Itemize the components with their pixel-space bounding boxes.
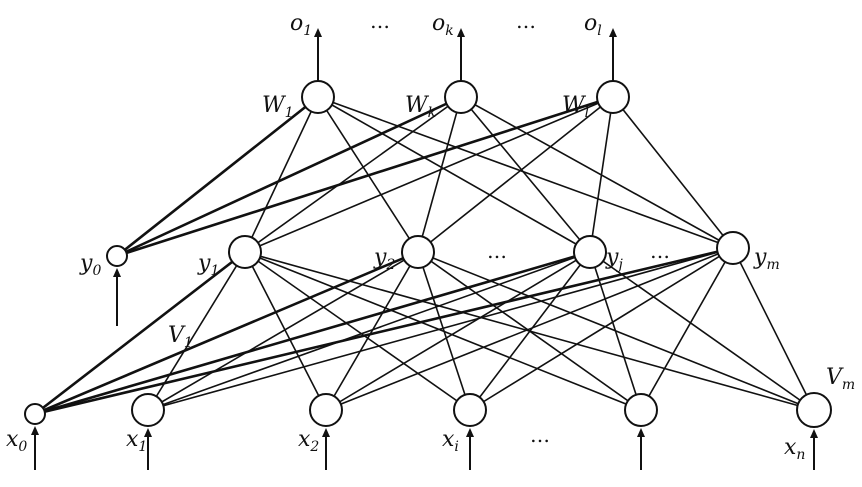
signal-arrows bbox=[31, 28, 818, 470]
hidden-ellipsis-1: … bbox=[487, 239, 509, 263]
edge-y4-o1 bbox=[460, 96, 734, 249]
edge-x4-y1 bbox=[244, 251, 642, 411]
output-neuron-1 bbox=[444, 80, 478, 114]
input-label-x0: x0 bbox=[6, 427, 27, 455]
edge-x0-y2 bbox=[34, 250, 419, 416]
edge-x2-y4 bbox=[325, 247, 734, 411]
hidden-label-y2: y2 bbox=[373, 245, 395, 273]
output-neuron-0 bbox=[301, 80, 335, 114]
weight-label-vm: Vm bbox=[826, 365, 855, 393]
edge-y1-o1 bbox=[244, 96, 462, 253]
edge-y0-o0 bbox=[116, 95, 319, 258]
input-neuron-0 bbox=[131, 393, 165, 427]
input-arrow-3-head bbox=[637, 428, 645, 437]
hidden-bias-arrow-head bbox=[113, 268, 121, 277]
input-ellipsis: … bbox=[530, 423, 552, 447]
hidden-label-yj: yj bbox=[605, 245, 623, 273]
weight-label-v1: V1 bbox=[168, 323, 193, 351]
edge-x3-y2 bbox=[417, 251, 471, 411]
hidden-neuron-0 bbox=[228, 235, 262, 269]
output-neuron-2 bbox=[596, 80, 630, 114]
input-bias-arrow-head bbox=[31, 426, 39, 435]
hidden-neuron-1 bbox=[401, 235, 435, 269]
input-bias-neuron bbox=[24, 403, 46, 425]
input-arrow-0-head bbox=[144, 428, 152, 437]
output-arrow-1-head bbox=[457, 28, 465, 37]
edge-x0-y1 bbox=[34, 250, 246, 416]
output-label-ol: ol bbox=[584, 11, 602, 39]
hidden-label-y1: y1 bbox=[197, 251, 219, 279]
output-arrow-0-head bbox=[314, 28, 322, 37]
input-neuron-2 bbox=[453, 393, 487, 427]
edge-x1-y4 bbox=[147, 247, 734, 411]
edge-x3-y3 bbox=[469, 251, 591, 411]
hidden-neuron-3 bbox=[716, 231, 750, 265]
edge-y3-o2 bbox=[589, 96, 614, 253]
edge-x1-y3 bbox=[147, 251, 591, 411]
hidden-neuron-2 bbox=[573, 235, 607, 269]
input-label-x1: x1 bbox=[126, 427, 147, 455]
output-ellipsis-2: … bbox=[516, 9, 538, 33]
input-arrow-1-head bbox=[322, 428, 330, 437]
output-arrow-2-head bbox=[609, 28, 617, 37]
output-label-ok: ok bbox=[432, 11, 454, 39]
input-arrow-2-head bbox=[466, 428, 474, 437]
input-label-x2: x2 bbox=[298, 427, 319, 455]
edge-x0-y4 bbox=[34, 246, 734, 416]
edge-x1-y2 bbox=[147, 251, 419, 411]
hidden-ellipsis-2: … bbox=[650, 239, 672, 263]
edge-y3-o0 bbox=[317, 96, 591, 253]
input-neuron-4 bbox=[796, 392, 832, 428]
input-arrow-4-head bbox=[810, 429, 818, 438]
edge-x4-y4 bbox=[640, 247, 734, 411]
weight-label-w1: W1 bbox=[262, 93, 294, 121]
edge-y2-o1 bbox=[417, 96, 462, 253]
edge-x2-y3 bbox=[325, 251, 591, 411]
hidden-label-ym: ym bbox=[753, 245, 780, 273]
edge-y4-o0 bbox=[317, 96, 734, 249]
edge-y4-o2 bbox=[612, 96, 734, 249]
edge-x4-y3 bbox=[589, 251, 642, 411]
edge-y0-o1 bbox=[116, 95, 462, 258]
hidden-label-y0: y0 bbox=[79, 251, 101, 279]
edge-x3-y1 bbox=[244, 251, 471, 411]
edge-y2-o2 bbox=[417, 96, 614, 253]
neurons bbox=[24, 80, 832, 428]
edge-y1-o2 bbox=[244, 96, 614, 253]
weight-label-wl: Wl bbox=[562, 93, 589, 121]
input-label-xn: xn bbox=[784, 435, 805, 463]
input-label-xi: xi bbox=[442, 427, 459, 455]
edge-x2-y1 bbox=[244, 251, 327, 411]
output-label-o1: o1 bbox=[290, 11, 312, 39]
weight-label-wk: Wk bbox=[405, 93, 436, 121]
connection-lines bbox=[34, 95, 815, 416]
edge-x5-y4 bbox=[732, 247, 815, 411]
edge-x0-y3 bbox=[34, 250, 591, 416]
edge-x5-y3 bbox=[589, 251, 815, 411]
edge-x2-y2 bbox=[325, 251, 419, 411]
edge-y1-o0 bbox=[244, 96, 319, 253]
input-neuron-3 bbox=[624, 393, 658, 427]
edge-y3-o1 bbox=[460, 96, 591, 253]
output-ellipsis-1: … bbox=[370, 9, 392, 33]
edge-x3-y4 bbox=[469, 247, 734, 411]
edge-y0-o2 bbox=[116, 95, 614, 258]
hidden-bias-neuron bbox=[106, 245, 128, 267]
input-neuron-1 bbox=[309, 393, 343, 427]
